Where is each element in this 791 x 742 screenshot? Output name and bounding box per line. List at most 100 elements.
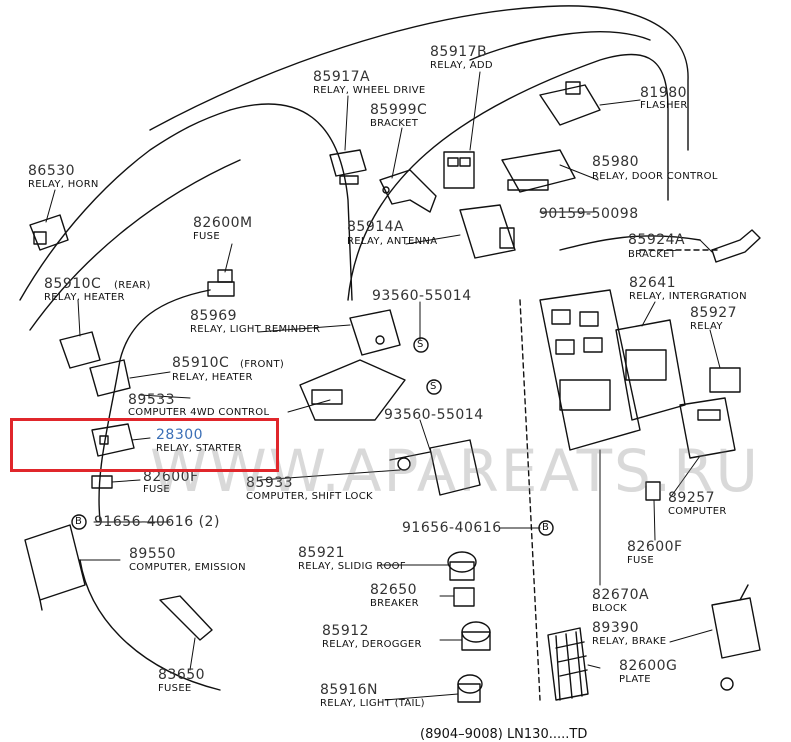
part-desc-85969: RELAY, LIGHT REMINDER (190, 324, 321, 335)
part-number-93560-b: 93560-55014 (384, 407, 484, 423)
part-relay-add (443, 151, 475, 189)
part-number-82600g: 82600G (619, 658, 678, 674)
part-desc-82641: RELAY, INTERGRATION (629, 291, 747, 302)
part-desc-85910c-front: RELAY, HEATER (172, 372, 253, 383)
part-desc-89550: COMPUTER, EMISSION (129, 562, 246, 573)
part-bracket-85924a (711, 229, 761, 263)
part-desc-82600m: FUSE (193, 231, 220, 242)
part-desc-85914a: RELAY, ANTENNA (347, 236, 438, 247)
part-number-85916n: 85916N (320, 682, 379, 698)
part-fuse-left (91, 475, 113, 489)
part-desc-85980: RELAY, DOOR CONTROL (592, 171, 718, 182)
part-number-93560-a: 93560-55014 (372, 288, 472, 304)
part-desc-28300: RELAY, STARTER (156, 443, 242, 454)
part-number-91656-b: 91656-40616 (402, 520, 502, 536)
part-number-82650: 82650 (370, 582, 418, 598)
part-desc-85933: COMPUTER, SHIFT LOCK (246, 491, 373, 502)
part-relay-light-reminder (349, 309, 401, 356)
part-desc-85916n: RELAY, LIGHT (TAIL) (320, 698, 425, 709)
part-number-89257: 89257 (668, 490, 716, 506)
part-desc-85917a: RELAY, WHEEL DRIVE (313, 85, 426, 96)
part-number-85917b: 85917B (430, 44, 488, 60)
part-number-85999c: 85999C (370, 102, 428, 118)
part-number-85910c-front: 85910C (172, 355, 230, 371)
part-number-82600f-right: 82600F (627, 539, 683, 555)
part-relay-door-control (501, 149, 576, 193)
part-number-85933: 85933 (246, 475, 294, 491)
part-desc-83650: FUSEE (158, 683, 192, 694)
part-relay-defogger (461, 621, 491, 651)
part-fuse-83650 (159, 595, 213, 641)
marker-s-1: S (417, 339, 424, 350)
part-number-85969: 85969 (190, 308, 238, 324)
part-relay-integration (615, 319, 686, 421)
part-number-85912: 85912 (322, 623, 370, 639)
part-number-85914a: 85914A (347, 219, 405, 235)
part-relay-sliding-roof (447, 551, 477, 581)
part-desc-86530: RELAY, HORN (28, 179, 99, 190)
part-number-89533: 89533 (128, 392, 176, 408)
part-desc-85917b: RELAY, ADD (430, 60, 493, 71)
part-number-85921: 85921 (298, 545, 346, 561)
part-desc-89533: COMPUTER 4WD CONTROL (128, 407, 270, 418)
marker-b-2: B (542, 522, 550, 533)
part-number-90159: 90159-50098 (539, 206, 639, 222)
part-number-82641: 82641 (629, 275, 677, 291)
part-computer-4wd (299, 359, 406, 421)
part-fuse-82600m (207, 269, 235, 297)
part-number-89550: 89550 (129, 546, 177, 562)
part-desc-85927: RELAY (690, 321, 723, 332)
part-number-81980: 81980 (640, 85, 688, 101)
highlight-box (10, 418, 279, 472)
part-number-82600m: 82600M (193, 215, 253, 231)
part-desc-82670a: BLOCK (592, 603, 627, 614)
marker-b-1: B (75, 516, 83, 527)
part-desc-85910c-rear: RELAY, HEATER (44, 292, 125, 303)
part-desc-82600f-left: FUSE (143, 484, 170, 495)
part-suffix-85910c-rear: (REAR) (114, 280, 151, 291)
part-number-85980: 85980 (592, 154, 640, 170)
part-number-91656-a: 91656-40616 (2) (94, 514, 220, 530)
part-relay-wheel-drive (329, 149, 367, 185)
part-desc-85999c: BRACKET (370, 118, 419, 129)
part-integration-block (539, 289, 641, 451)
part-desc-82650: BREAKER (370, 598, 419, 609)
part-relay-85927 (709, 367, 741, 393)
part-number-85910c-rear: 85910C (44, 276, 102, 292)
part-relay-light-tail (457, 674, 483, 703)
part-desc-85924a: BRACKET (628, 249, 677, 260)
part-bracket-85999c (379, 169, 437, 213)
part-desc-85921: RELAY, SLIDIG ROOF (298, 561, 406, 572)
part-computer-emission (24, 524, 86, 611)
part-relay-heater-front (89, 359, 131, 397)
circle-markers (71, 337, 554, 536)
leader-lines (45, 71, 721, 701)
part-number-82600f-left: 82600F (143, 469, 199, 485)
part-number-82670a: 82670A (592, 587, 650, 603)
part-desc-89257: COMPUTER (668, 506, 727, 517)
part-relay-brake (711, 584, 761, 691)
part-plate (547, 627, 589, 701)
part-number-86530: 86530 (28, 163, 76, 179)
part-breaker (453, 587, 475, 607)
part-flasher (539, 81, 601, 126)
part-relay-heater-rear (59, 331, 101, 369)
part-number-89390: 89390 (592, 620, 640, 636)
marker-s-2: S (430, 381, 437, 392)
part-suffix-85910c-front: (FRONT) (240, 359, 285, 370)
part-relay-antenna (459, 204, 516, 259)
part-computer-89257 (679, 397, 736, 459)
part-desc-82600f-right: FUSE (627, 555, 654, 566)
part-number-85917a: 85917A (313, 69, 371, 85)
part-desc-89390: RELAY, BRAKE (592, 636, 667, 647)
part-relay-starter (91, 423, 135, 457)
part-number-85924a: 85924A (628, 232, 686, 248)
part-desc-81980: FLASHER (640, 100, 688, 111)
part-relay-horn (29, 214, 69, 251)
part-desc-85912: RELAY, DEROGGER (322, 639, 422, 650)
part-number-83650: 83650 (158, 667, 206, 683)
part-fuse-82600f-right (645, 481, 661, 501)
part-desc-82600g: PLATE (619, 674, 651, 685)
